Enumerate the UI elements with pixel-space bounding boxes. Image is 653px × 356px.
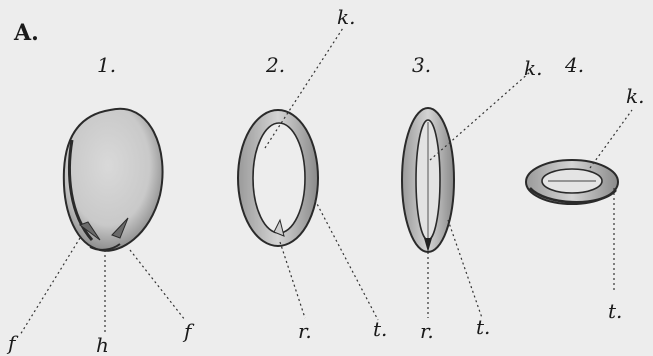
- figure-3-label-t: t.: [476, 315, 490, 339]
- figure-3-ring: [402, 108, 454, 252]
- figure-2-label-k: k.: [337, 5, 355, 29]
- figure-4-disc: [526, 160, 618, 204]
- figure-3-label-r: r.: [420, 319, 434, 343]
- figure-1-label-f-right: f: [182, 319, 195, 343]
- figure-4-label-k: k.: [626, 84, 644, 108]
- figure-1-label-h: h: [96, 333, 109, 356]
- figure-2-label-t: t.: [373, 317, 387, 341]
- figure-4-number: 4.: [564, 53, 584, 77]
- figure-4-label-t: t.: [608, 299, 622, 323]
- figure-2-ring: [238, 110, 318, 246]
- figure-3-label-k: k.: [524, 56, 542, 80]
- figure-1-number: 1.: [97, 53, 116, 77]
- plate-letter: A.: [13, 20, 39, 46]
- figure-1-label-f-left: f: [6, 331, 19, 355]
- figure-3-number: 3.: [412, 53, 431, 77]
- figure-2-label-r: r.: [298, 319, 312, 343]
- figure-2-number: 2.: [265, 53, 285, 77]
- figure-1-seed: [64, 109, 163, 251]
